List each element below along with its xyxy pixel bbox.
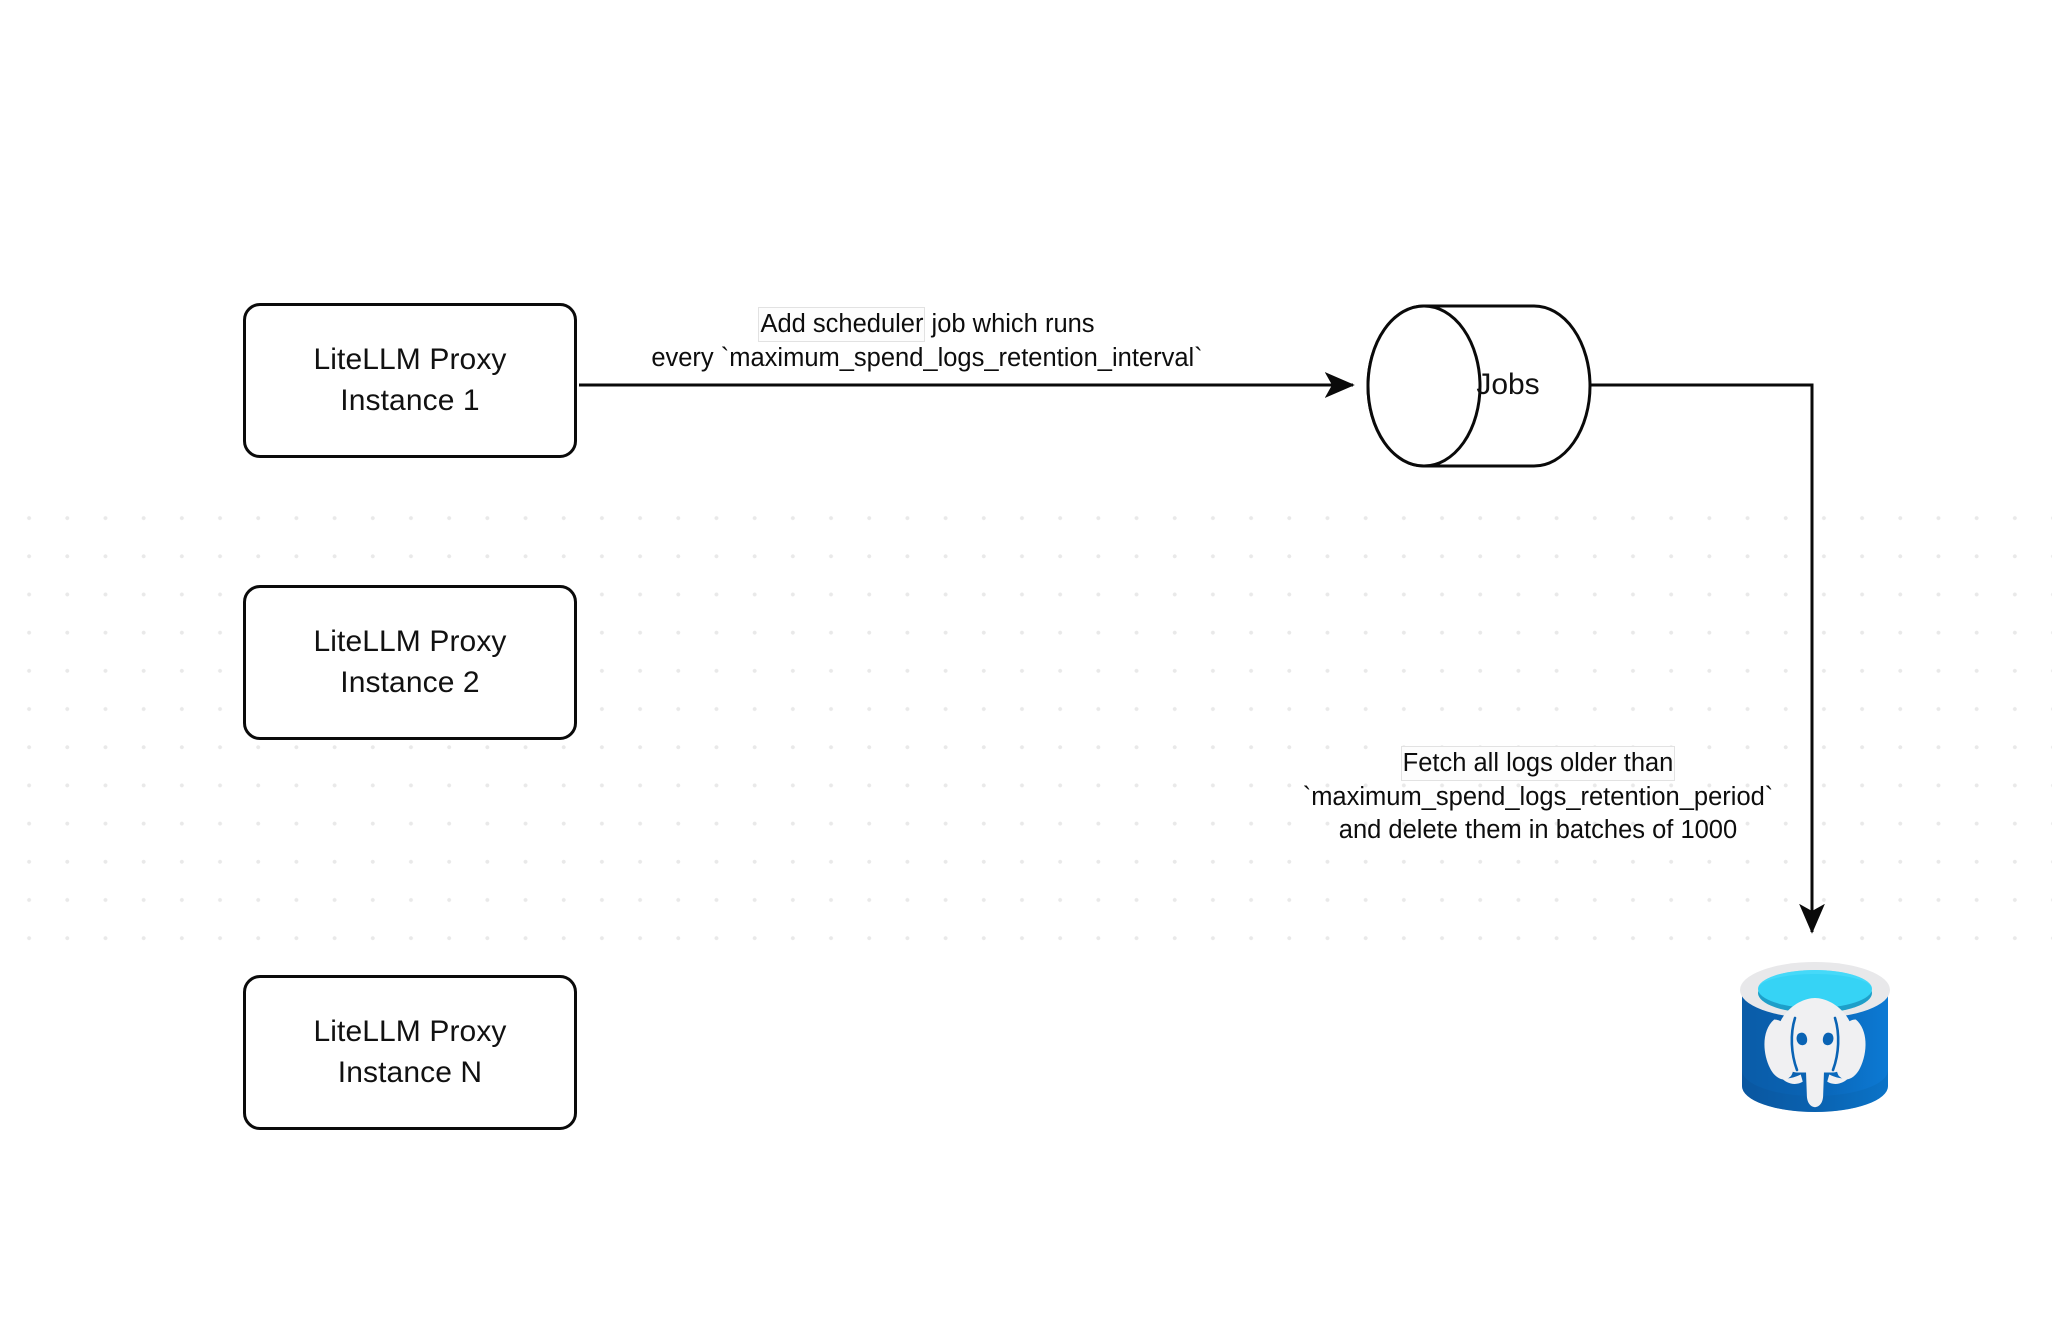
- edge-label-line-2: `maximum_spend_logs_retention_period`: [1302, 783, 1774, 812]
- edge-label-tail: job which runs: [924, 310, 1095, 338]
- edge-label-scheduler: Add scheduler job which runs every `maxi…: [577, 307, 1277, 375]
- edge-label-line-2: every `maximum_spend_logs_retention_inte…: [651, 344, 1203, 373]
- node-postgres-database[interactable]: [1737, 955, 1889, 1127]
- edge-label-delete: Fetch all logs older than `maximum_spend…: [1228, 746, 1848, 847]
- edge-label-line-3: and delete them in batches of 1000: [1338, 816, 1738, 845]
- node-label-line2: Instance N: [337, 1055, 483, 1089]
- edge-jobs-to-postgres: [1590, 383, 1825, 934]
- node-label-line1: LiteLLM Proxy: [313, 624, 507, 658]
- node-litellm-proxy-instance-n[interactable]: LiteLLM Proxy Instance N: [243, 975, 577, 1130]
- postgresql-database-icon: [1740, 962, 1890, 1112]
- node-label-line2: Instance 2: [340, 665, 480, 699]
- edge-label-highlight: Add scheduler: [758, 307, 926, 343]
- node-jobs-queue[interactable]: Jobs: [1368, 305, 1590, 465]
- edge-label-line-1: Add scheduler job which runs: [577, 307, 1277, 343]
- node-label-line1: LiteLLM Proxy: [313, 1014, 507, 1048]
- jobs-label: Jobs: [1476, 368, 1540, 401]
- node-litellm-proxy-instance-1[interactable]: LiteLLM Proxy Instance 1: [243, 303, 577, 458]
- edge-label-highlight: Fetch all logs older than: [1400, 746, 1676, 782]
- edge-label-line-1: Fetch all logs older than: [1228, 746, 1848, 782]
- node-label-line2: Instance 1: [340, 383, 480, 417]
- jobs-cylinder-shape: [1366, 304, 1592, 468]
- node-litellm-proxy-instance-2[interactable]: LiteLLM Proxy Instance 2: [243, 585, 577, 740]
- node-label-line1: LiteLLM Proxy: [313, 342, 507, 376]
